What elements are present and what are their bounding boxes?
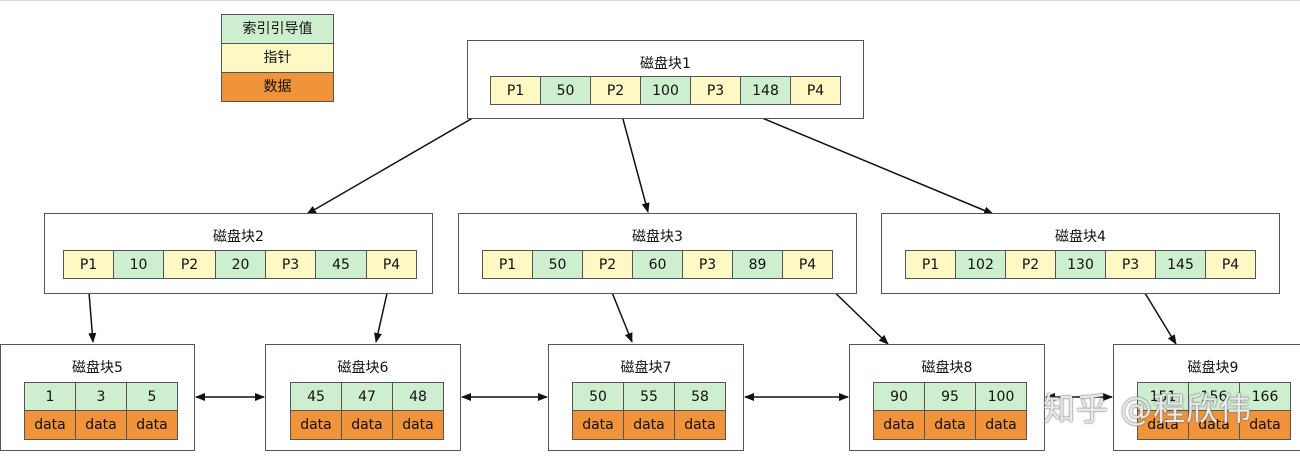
pointer-cell: P2 bbox=[582, 250, 633, 279]
data-cell: data bbox=[975, 411, 1027, 440]
key-cell: 60 bbox=[632, 250, 683, 279]
key-cell: 45 bbox=[290, 382, 342, 411]
key-cell: 50 bbox=[532, 250, 583, 279]
pointer-cell: P2 bbox=[590, 76, 641, 105]
disk-block-title: 磁盘块7 bbox=[620, 360, 672, 376]
key-cell: 90 bbox=[873, 382, 925, 411]
watermark: 知乎 @程欣伟 bbox=[1043, 390, 1253, 428]
pointer-cell: P1 bbox=[490, 76, 541, 105]
pointer-cell: P3 bbox=[265, 250, 316, 279]
data-cell: data bbox=[623, 411, 675, 440]
data-cell: data bbox=[341, 411, 393, 440]
arrow-b1-p2-to-b3 bbox=[619, 107, 650, 213]
key-cell: 130 bbox=[1055, 250, 1106, 279]
disk-block-title: 磁盘块2 bbox=[213, 229, 264, 245]
data-cell: data bbox=[24, 411, 76, 440]
pointer-cell: P4 bbox=[790, 76, 841, 105]
legend: 索引引导值 指针 数据 bbox=[221, 14, 334, 102]
key-cell: 48 bbox=[392, 382, 444, 411]
pointer-cell: P3 bbox=[682, 250, 733, 279]
data-cell: data bbox=[392, 411, 444, 440]
key-cell: 3 bbox=[75, 382, 127, 411]
pointer-cell: P4 bbox=[366, 250, 417, 279]
key-cell: 100 bbox=[640, 76, 691, 105]
data-cell: data bbox=[924, 411, 976, 440]
pointer-cell: P2 bbox=[163, 250, 216, 279]
legend-key: 索引引导值 bbox=[222, 15, 333, 44]
disk-block-title: 磁盘块3 bbox=[632, 229, 683, 245]
key-cell: 1 bbox=[24, 382, 76, 411]
key-cell: 95 bbox=[924, 382, 976, 411]
disk-block-title: 磁盘块9 bbox=[1187, 360, 1239, 376]
key-cell: 166 bbox=[1239, 382, 1291, 411]
pointer-cell: P3 bbox=[1105, 250, 1156, 279]
pointer-cell: P1 bbox=[482, 250, 533, 279]
key-cell: 148 bbox=[740, 76, 791, 105]
disk-block-title: 磁盘块8 bbox=[921, 360, 973, 376]
disk-block-title: 磁盘块4 bbox=[1055, 229, 1106, 245]
legend-data: 数据 bbox=[222, 73, 333, 101]
pointer-cell: P1 bbox=[905, 250, 956, 279]
key-cell: 55 bbox=[623, 382, 675, 411]
disk-block-title: 磁盘块1 bbox=[640, 56, 691, 72]
key-cell: 47 bbox=[341, 382, 393, 411]
key-cell: 45 bbox=[315, 250, 367, 279]
data-cell: data bbox=[1239, 411, 1291, 440]
key-cell: 20 bbox=[215, 250, 266, 279]
data-cell: data bbox=[873, 411, 925, 440]
pointer-cell: P4 bbox=[1205, 250, 1256, 279]
data-cell: data bbox=[126, 411, 178, 440]
legend-pointer: 指针 bbox=[222, 44, 333, 73]
key-cell: 10 bbox=[113, 250, 164, 279]
top-border-line bbox=[0, 0, 1300, 1]
key-cell: 102 bbox=[955, 250, 1006, 279]
key-cell: 89 bbox=[732, 250, 783, 279]
pointer-cell: P1 bbox=[63, 250, 114, 279]
pointer-cell: P2 bbox=[1005, 250, 1056, 279]
disk-block-title: 磁盘块6 bbox=[337, 360, 389, 376]
arrow-b1-p3-to-b4 bbox=[737, 107, 994, 215]
key-cell: 58 bbox=[674, 382, 726, 411]
disk-block-title: 磁盘块5 bbox=[72, 360, 123, 376]
data-cell: data bbox=[1137, 411, 1189, 440]
key-cell: 100 bbox=[975, 382, 1027, 411]
key-cell: 50 bbox=[540, 76, 591, 105]
key-cell: 5 bbox=[126, 382, 178, 411]
data-cell: data bbox=[75, 411, 127, 440]
data-cell: data bbox=[290, 411, 342, 440]
key-cell: 145 bbox=[1155, 250, 1206, 279]
arrow-b1-p1-to-b2 bbox=[306, 107, 491, 215]
pointer-cell: P3 bbox=[690, 76, 741, 105]
pointer-cell: P4 bbox=[782, 250, 833, 279]
data-cell: data bbox=[674, 411, 726, 440]
key-cell: 50 bbox=[572, 382, 624, 411]
key-cell: 156 bbox=[1188, 382, 1240, 411]
data-cell: data bbox=[572, 411, 624, 440]
